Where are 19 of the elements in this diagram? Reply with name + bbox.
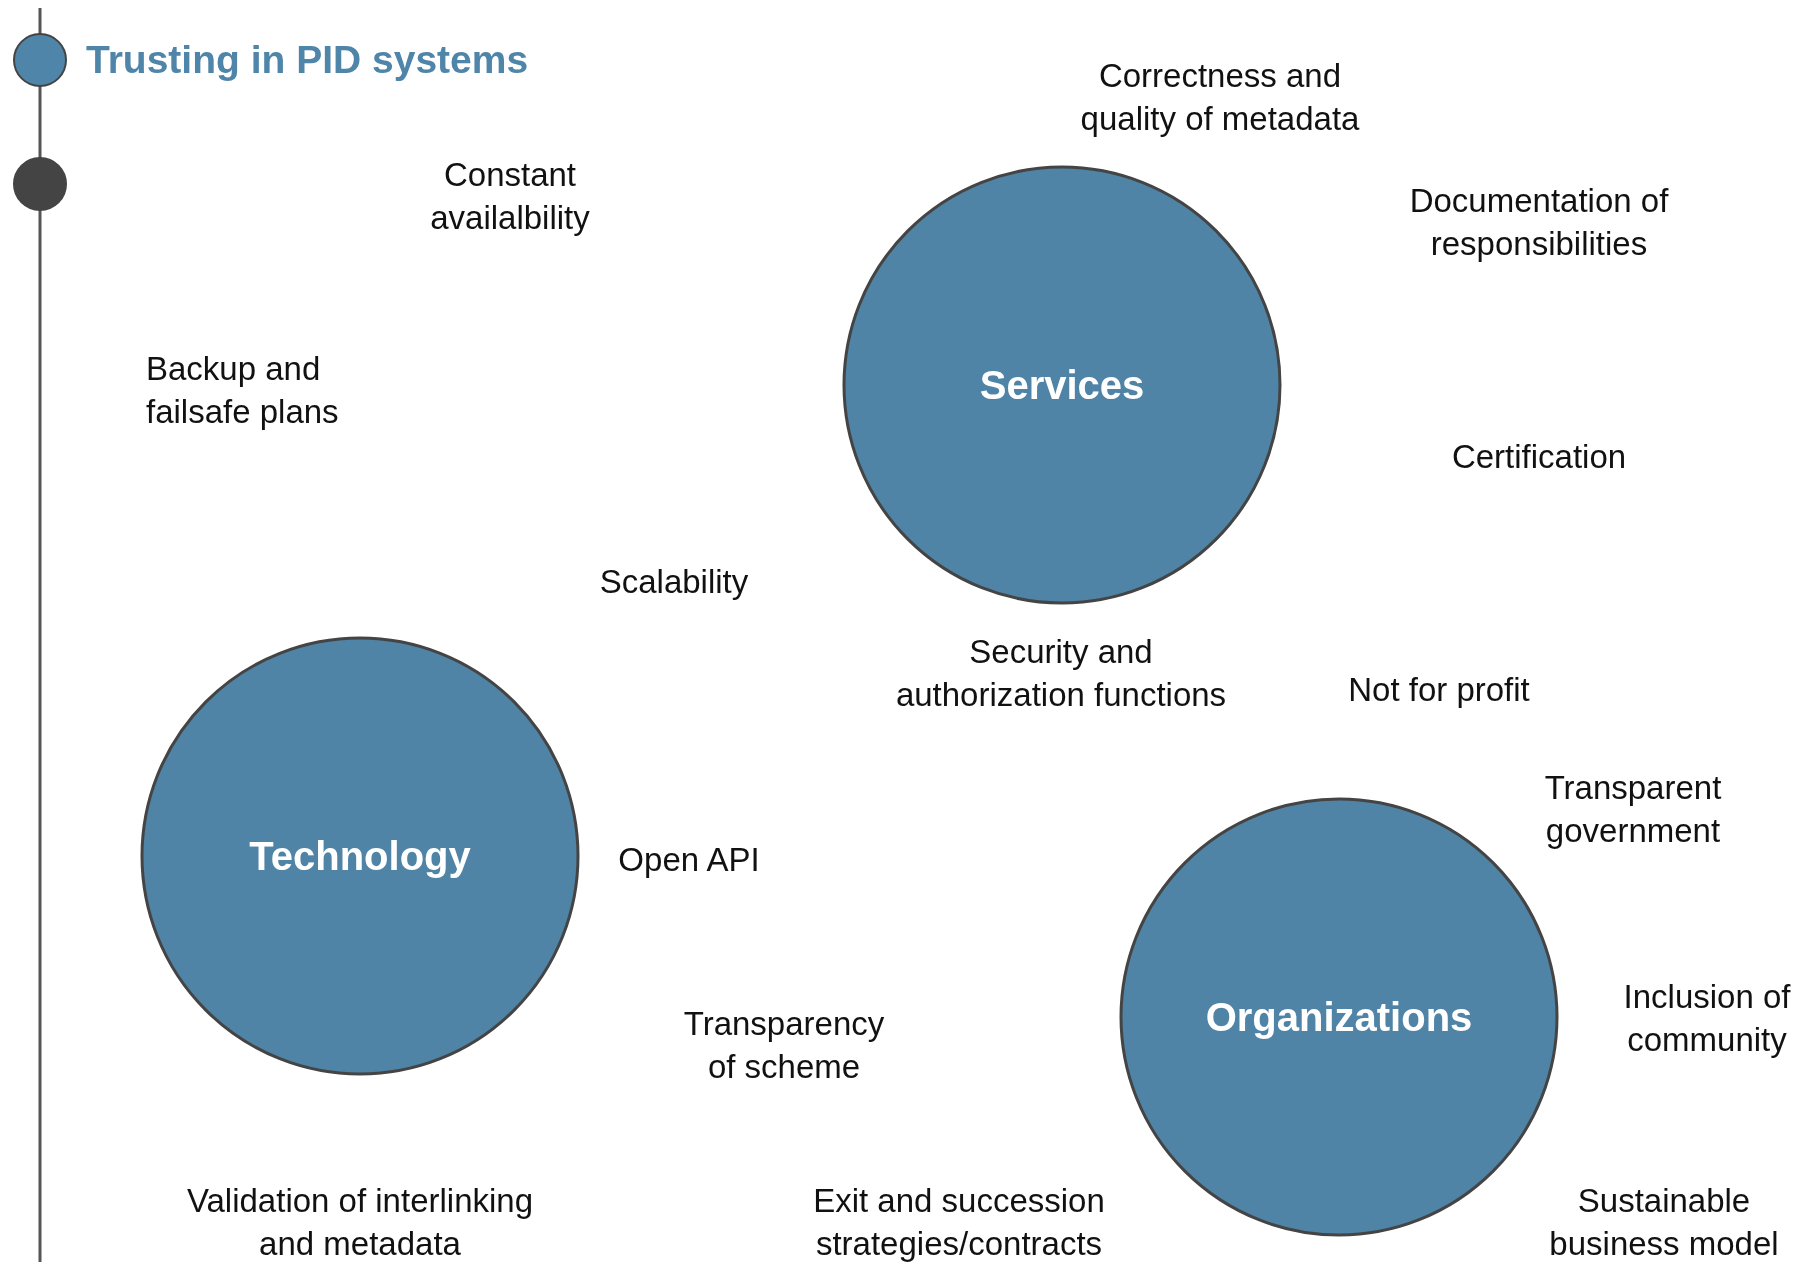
factor-label: Scalability bbox=[598, 561, 750, 602]
factor-label: Backup and failsafe plans bbox=[146, 349, 340, 432]
factor-label: Sustainable business model bbox=[1548, 1181, 1780, 1262]
title: Trusting in PID systems bbox=[86, 38, 529, 82]
factor-label: Inclusion of community bbox=[1622, 977, 1792, 1060]
factor-label: Validation of interlinking and metadata bbox=[185, 1181, 535, 1262]
topic-label: Technology bbox=[249, 833, 471, 879]
topic-label: Services bbox=[979, 362, 1145, 408]
factor-label: Constant availalbility bbox=[429, 155, 591, 238]
topic-label: Organizations bbox=[1205, 994, 1473, 1040]
factor-label: Certification bbox=[1450, 436, 1628, 477]
factor-label: Exit and succession strategies/contracts bbox=[812, 1181, 1106, 1262]
factor-label: Transparency of scheme bbox=[682, 1004, 886, 1087]
factor-label: Transparent government bbox=[1543, 768, 1723, 851]
factor-label: Not for profit bbox=[1347, 669, 1531, 710]
factor-label: Open API bbox=[617, 839, 761, 880]
factor-label: Correctness and quality of metadata bbox=[1079, 56, 1361, 139]
factor-label: Documentation of responsibilities bbox=[1408, 181, 1670, 264]
factor-label: Security and authorization functions bbox=[894, 632, 1228, 715]
